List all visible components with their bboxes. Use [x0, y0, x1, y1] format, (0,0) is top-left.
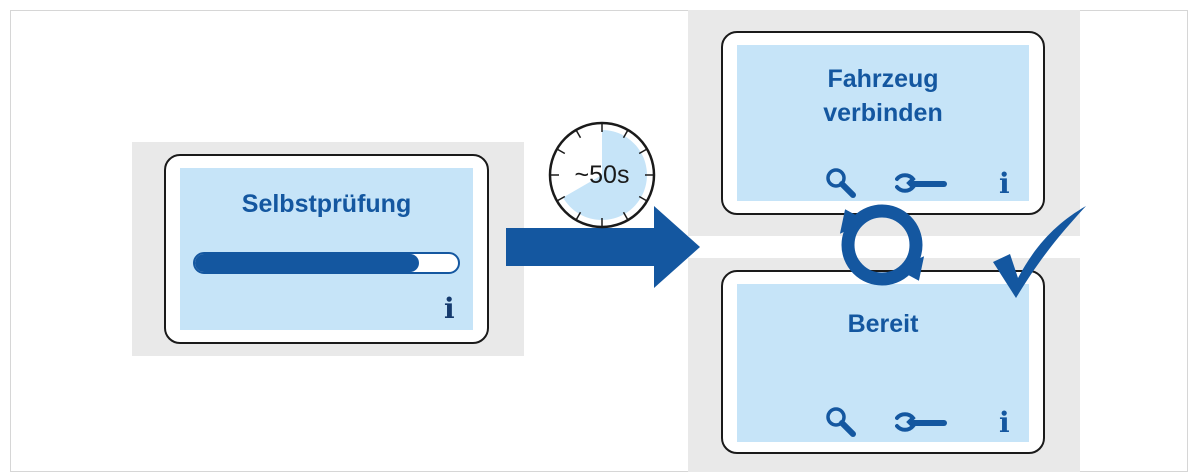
self-test-device: Selbstprüfung i: [164, 154, 489, 344]
wrench-icon: [895, 173, 947, 193]
stopwatch-icon: [548, 121, 656, 229]
connect-vehicle-title-line1: Fahrzeug: [827, 65, 939, 93]
search-icon: [826, 168, 856, 198]
connect-vehicle-device: Fahrzeug verbinden i: [721, 31, 1045, 215]
ready-screen: Bereit i: [737, 284, 1029, 442]
ready-title: Bereit: [847, 310, 919, 338]
self-test-title: Selbstprüfung: [241, 190, 412, 218]
timer-label: ~50s: [574, 161, 630, 189]
diagram-frame: [10, 10, 1188, 472]
info-icon: i: [999, 167, 1010, 200]
connect-vehicle-title-line2: verbinden: [823, 99, 943, 127]
arrow-right-icon: [506, 206, 700, 288]
ready-device: Bereit i: [721, 270, 1045, 454]
checkmark-icon: [993, 206, 1086, 298]
search-icon: [826, 407, 856, 437]
info-icon: i: [999, 406, 1010, 439]
info-icon: i: [444, 292, 455, 325]
progress-bar: [193, 252, 460, 274]
connect-vehicle-screen: Fahrzeug verbinden i: [737, 45, 1029, 201]
cycle-arrows-icon: [839, 204, 925, 286]
self-test-screen: Selbstprüfung i: [180, 168, 473, 330]
wrench-icon: [895, 412, 947, 432]
progress-bar-fill: [195, 254, 419, 272]
